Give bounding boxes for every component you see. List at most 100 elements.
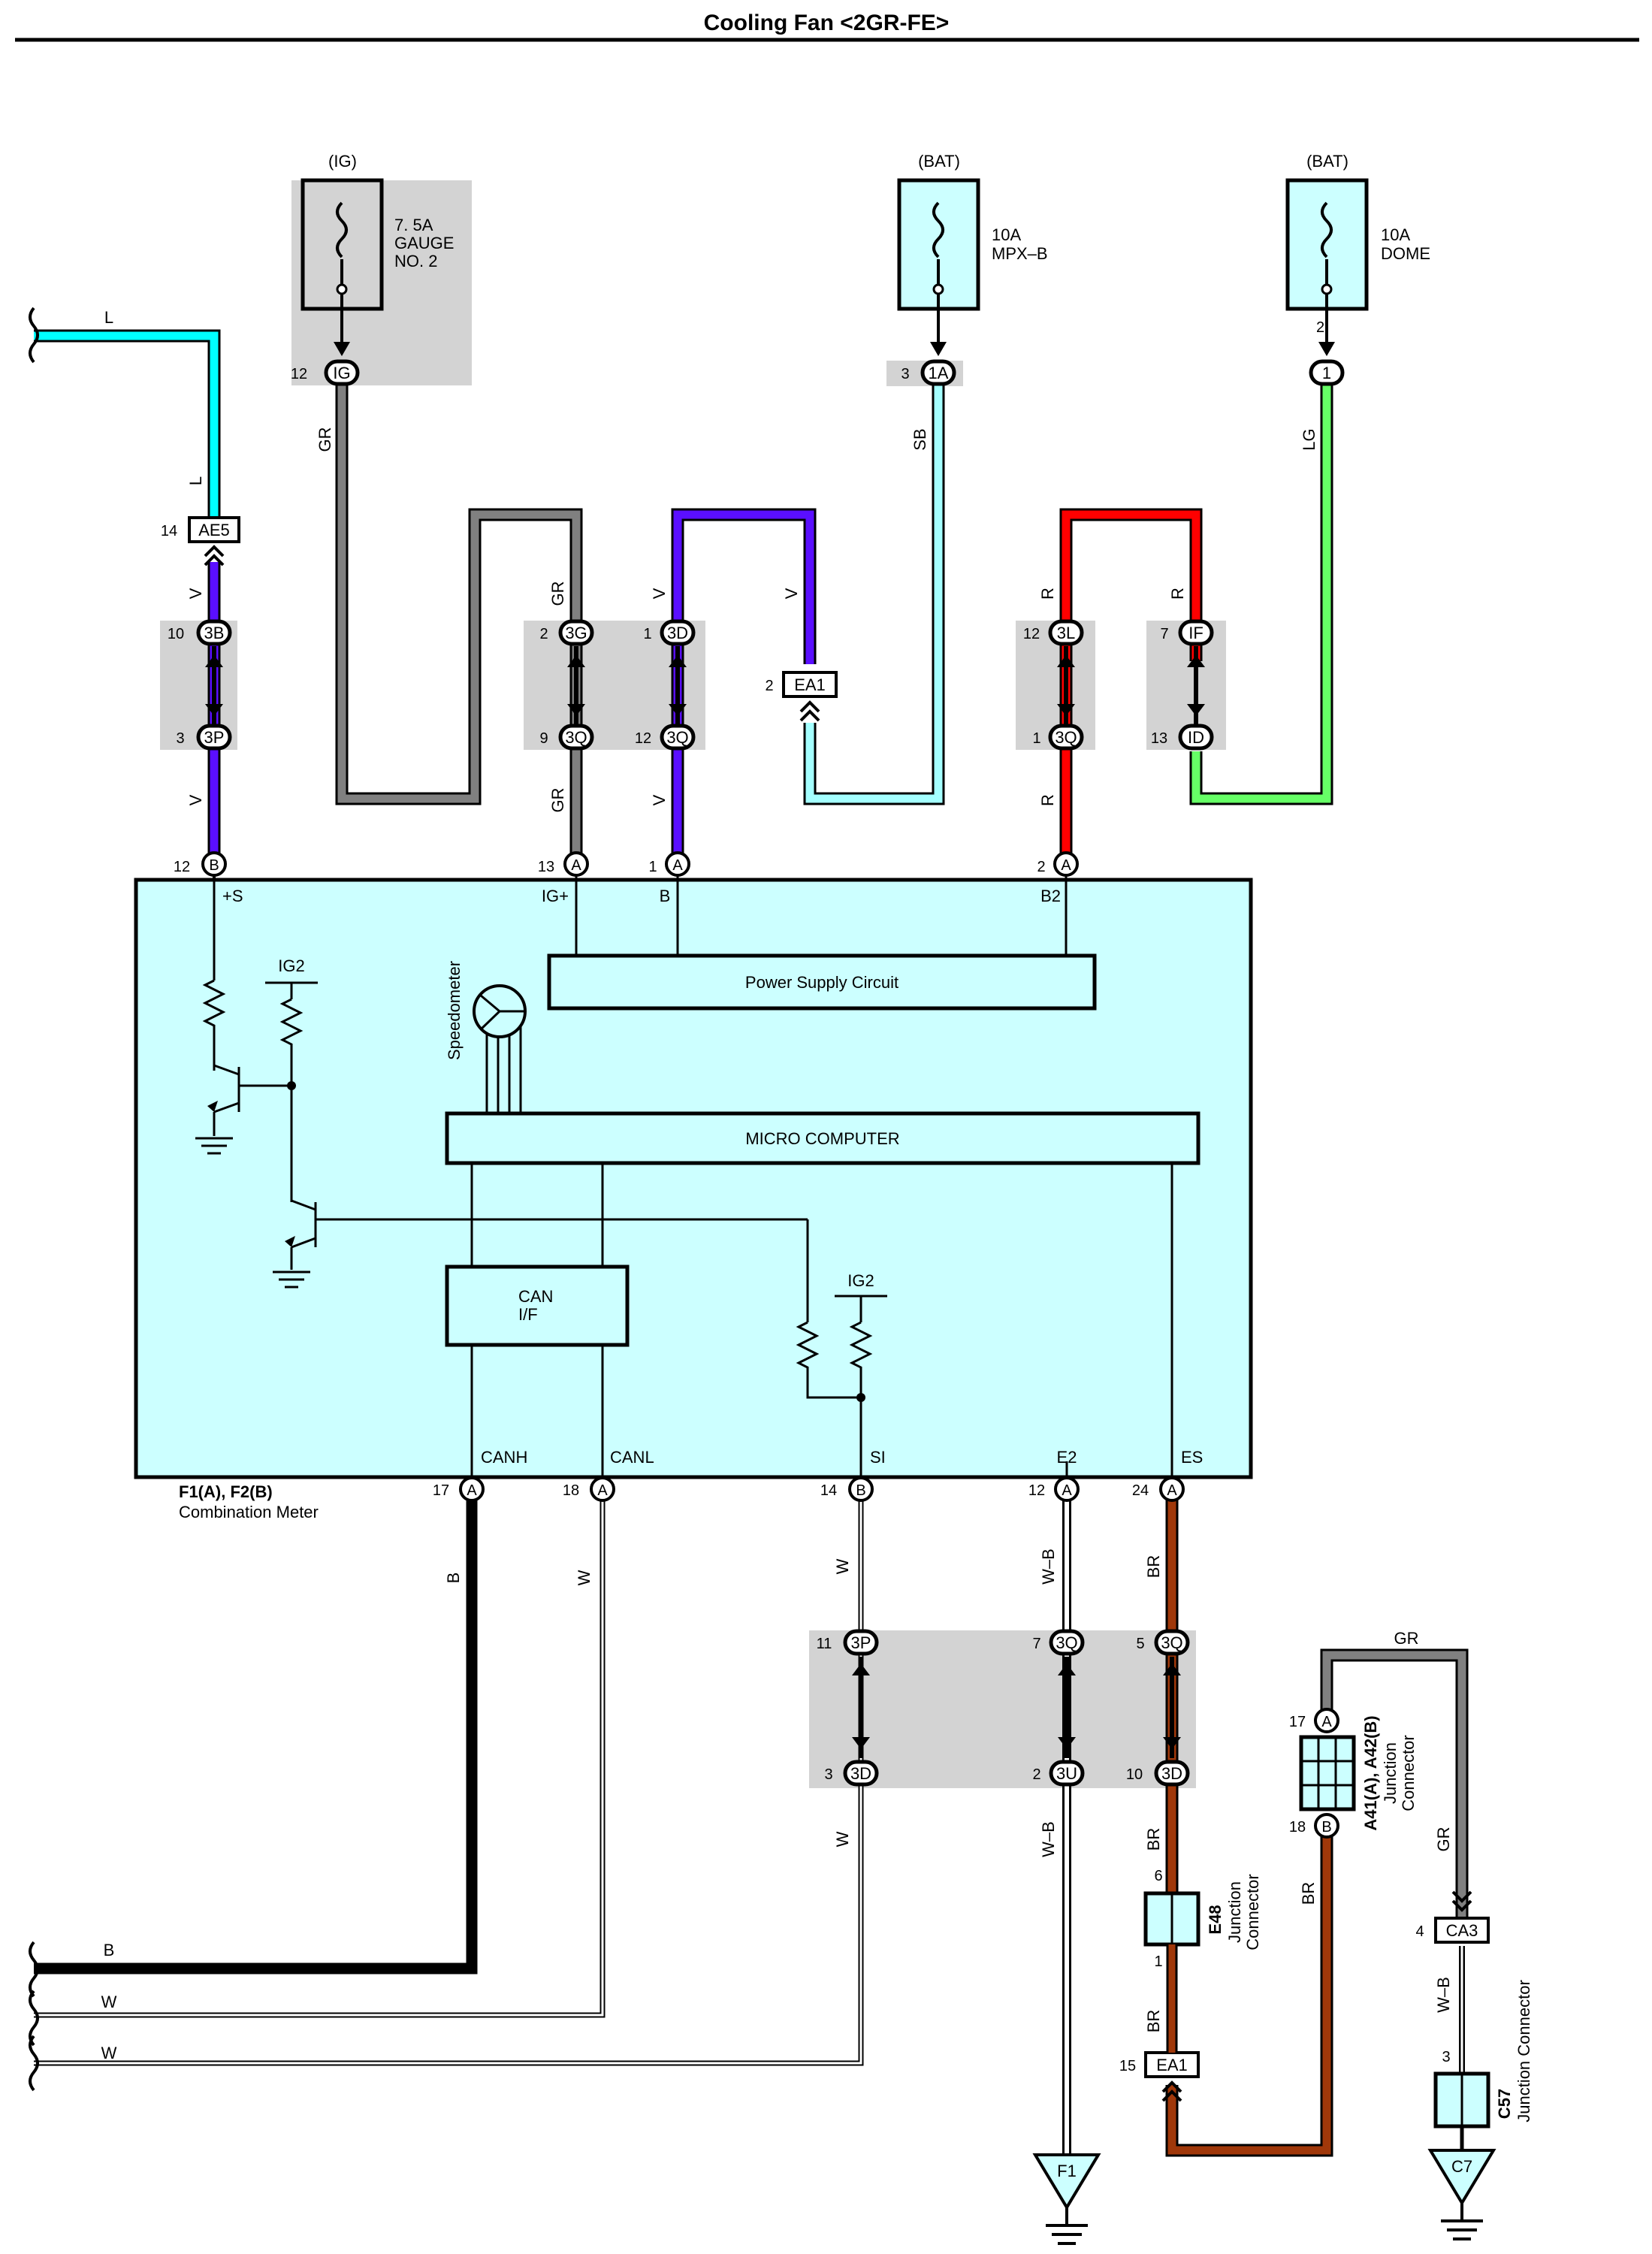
- svg-text:AE5: AE5: [198, 521, 230, 539]
- pair-3p-3d: 3P 11 3D 3: [817, 1631, 877, 1784]
- svg-text:2: 2: [1032, 1766, 1040, 1783]
- svg-text:R: R: [1038, 588, 1057, 600]
- junction-connector-c57: 3 C57 Junction Connector: [1433, 1980, 1533, 2129]
- pair-3d-3q: 3D 1 3Q 12: [635, 621, 693, 748]
- svg-text:W–B: W–B: [1039, 1548, 1058, 1585]
- pair-3q-3u: 3Q 7 3U 2: [1032, 1631, 1083, 1784]
- svg-text:10: 10: [1126, 1766, 1143, 1783]
- svg-text:Junction: Junction: [1225, 1881, 1244, 1943]
- svg-text:3D: 3D: [1161, 1764, 1182, 1783]
- svg-text:B: B: [660, 887, 671, 905]
- svg-text:3G: 3G: [565, 624, 587, 642]
- junction-connector-e48: 6 1 E48 Junction Connector: [1143, 1868, 1262, 2053]
- svg-text:V: V: [186, 794, 205, 805]
- svg-text:3Q: 3Q: [1055, 728, 1077, 747]
- svg-text:CAN: CAN: [518, 1287, 553, 1306]
- svg-text:V: V: [650, 794, 669, 805]
- wire-w-canl: [34, 1499, 606, 2018]
- svg-text:GR: GR: [1434, 1827, 1453, 1852]
- svg-text:CA3: CA3: [1446, 1921, 1478, 1940]
- svg-text:B2: B2: [1040, 887, 1061, 905]
- svg-text:LG: LG: [1300, 428, 1318, 450]
- svg-text:A: A: [672, 857, 683, 874]
- svg-text:CANH: CANH: [481, 1448, 527, 1467]
- svg-text:3Q: 3Q: [1056, 1633, 1077, 1652]
- ground-f1: F1: [1032, 2153, 1101, 2245]
- junction-connector-a41: A 17 B 18 A41(A), A42(B) Junction Connec…: [1289, 1708, 1418, 1839]
- svg-text:ID: ID: [1188, 728, 1204, 747]
- svg-text:3P: 3P: [204, 728, 225, 747]
- svg-text:(IG): (IG): [328, 152, 357, 171]
- svg-text:R: R: [1038, 794, 1057, 806]
- svg-text:2: 2: [539, 626, 548, 642]
- svg-text:4: 4: [1415, 1923, 1424, 1940]
- svg-text:L: L: [104, 308, 113, 327]
- page-title: Cooling Fan <2GR-FE>: [704, 11, 950, 35]
- svg-text:A: A: [597, 1482, 608, 1499]
- svg-text:1: 1: [1032, 730, 1040, 747]
- svg-text:2: 2: [1037, 859, 1045, 875]
- svg-text:3: 3: [824, 1766, 832, 1783]
- svg-text:L: L: [186, 476, 205, 485]
- svg-text:B: B: [1321, 1819, 1331, 1836]
- meter-top-pins: B 12 +S A 13 IG+ A 1 B A 2 B2: [174, 851, 1079, 905]
- svg-text:IG+: IG+: [542, 887, 569, 905]
- svg-text:7: 7: [1160, 626, 1168, 642]
- combination-meter: B 12 +S A 13 IG+ A 1 B A 2 B2: [134, 851, 1253, 1521]
- wire-break-marks: [29, 307, 39, 2092]
- svg-text:BR: BR: [1144, 1828, 1163, 1851]
- svg-text:IG2: IG2: [847, 1271, 874, 1290]
- svg-text:7: 7: [1032, 1636, 1040, 1652]
- svg-text:24: 24: [1132, 1482, 1149, 1499]
- svg-text:3Q: 3Q: [565, 728, 587, 747]
- svg-text:BR: BR: [1144, 2010, 1163, 2033]
- svg-text:SB: SB: [911, 428, 929, 450]
- fuse-dome: (BAT) 10A DOME 2: [1285, 152, 1430, 342]
- svg-text:14: 14: [820, 1482, 837, 1499]
- svg-text:12: 12: [1028, 1482, 1045, 1499]
- svg-text:10: 10: [168, 626, 184, 642]
- connector-ae5: AE5 14: [161, 516, 240, 567]
- svg-text:W: W: [101, 2044, 117, 2062]
- svg-text:(BAT): (BAT): [918, 152, 960, 171]
- svg-text:3: 3: [176, 730, 184, 747]
- svg-text:GAUGE: GAUGE: [394, 234, 454, 252]
- fuse-mpx-b: (BAT) 10A MPX–B: [897, 152, 1048, 342]
- svg-text:W: W: [101, 1993, 117, 2011]
- svg-text:MPX–B: MPX–B: [992, 244, 1048, 263]
- svg-text:W: W: [575, 1570, 593, 1585]
- svg-text:17: 17: [1289, 1714, 1306, 1730]
- svg-text:SI: SI: [870, 1448, 886, 1467]
- ground-c7: C7: [1427, 2149, 1496, 2240]
- meter-desc: Combination Meter: [179, 1503, 319, 1521]
- svg-text:3D: 3D: [850, 1764, 871, 1783]
- svg-text:BR: BR: [1144, 1555, 1163, 1579]
- svg-text:E2: E2: [1057, 1448, 1077, 1467]
- svg-text:IF: IF: [1188, 624, 1204, 642]
- svg-text:3: 3: [1442, 2049, 1450, 2065]
- svg-text:Power Supply Circuit: Power Supply Circuit: [745, 973, 898, 992]
- svg-text:EA1: EA1: [794, 675, 826, 694]
- pair-if-id: IF 7 ID 13: [1151, 621, 1212, 748]
- svg-text:R: R: [1168, 588, 1187, 600]
- wire-labels: L L GR SB LG V V GR GR V V V R R R B W W…: [101, 308, 1453, 2062]
- svg-text:ES: ES: [1181, 1448, 1203, 1467]
- svg-text:IG2: IG2: [278, 956, 304, 975]
- svg-text:B: B: [104, 1941, 115, 1959]
- svg-text:18: 18: [563, 1482, 579, 1499]
- pair-3l-3q: 3L 12 3Q 1: [1023, 621, 1082, 748]
- svg-text:12: 12: [635, 730, 651, 747]
- svg-text:Speedometer: Speedometer: [445, 961, 464, 1060]
- svg-text:Connector: Connector: [1243, 1874, 1262, 1950]
- svg-text:MICRO COMPUTER: MICRO COMPUTER: [745, 1129, 899, 1148]
- svg-text:7. 5A: 7. 5A: [394, 216, 433, 234]
- svg-text:6: 6: [1154, 1868, 1162, 1884]
- svg-text:3P: 3P: [851, 1633, 871, 1652]
- svg-text:C57: C57: [1495, 2089, 1514, 2119]
- svg-text:E48: E48: [1206, 1905, 1225, 1934]
- svg-text:1: 1: [1322, 364, 1331, 382]
- svg-text:12: 12: [174, 859, 190, 875]
- svg-text:3: 3: [901, 366, 909, 382]
- svg-text:3Q: 3Q: [666, 728, 688, 747]
